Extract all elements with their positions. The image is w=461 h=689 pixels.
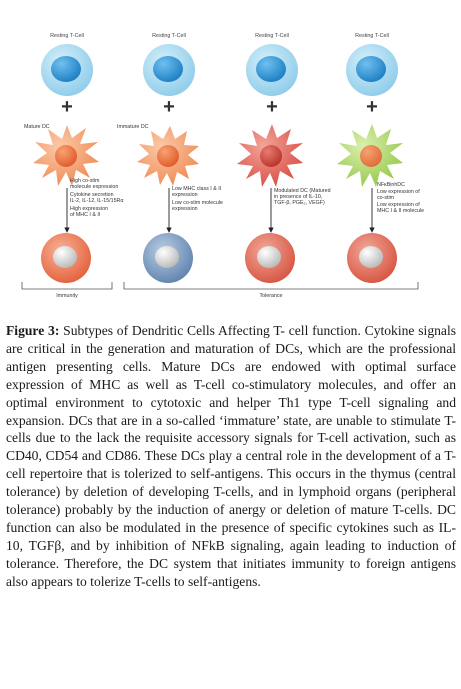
immunity-bracket: Immunity: [21, 282, 113, 299]
annotation-line: expression: [172, 192, 198, 198]
resting-tcell: [346, 44, 398, 96]
dc-subtypes-diagram: Resting T-Cell + Mature DC High co-stim …: [21, 33, 424, 299]
plus-sign: +: [266, 96, 278, 118]
tolerance-bracket: Tolerance: [123, 282, 419, 299]
resting-tcell: [41, 44, 93, 96]
tolerance-label: Tolerance: [260, 293, 283, 299]
immunity-label: Immunity: [56, 293, 78, 299]
result-tcell: [143, 233, 193, 283]
dc-label: Immature DC: [117, 124, 149, 130]
annotation-line: High co-stim: [70, 178, 100, 184]
mature-dc-cell: [33, 125, 99, 186]
annotation-line: Low expression of: [377, 189, 420, 195]
annotation-line: Modulated DC (Matured: [274, 188, 331, 194]
annotation-line: expression: [172, 206, 198, 212]
dc-annotations: Modulated DC (Matured in presence of IL-…: [274, 188, 331, 206]
plus-sign: +: [61, 96, 73, 118]
dc-label: Mature DC: [24, 124, 50, 130]
annotation-line: Low expression of: [377, 202, 420, 208]
annotation-line: co-stim: [377, 195, 395, 201]
result-tcell: [41, 233, 91, 283]
result-tcell: [347, 233, 397, 283]
annotation-line: High expression: [70, 206, 108, 212]
annotation-line: Cytokine secretion: [70, 192, 114, 198]
annotation-line: TGF-β, PGE₂, VEGF): [274, 200, 325, 206]
resting-tcell-label: Resting T-Cell: [152, 33, 186, 39]
column-immature-dc: Resting T-Cell + Immature DC Low MHC cla…: [117, 33, 223, 283]
annotation-line: molecule expression: [70, 184, 118, 190]
annotation-line: NFκBinhDC: [377, 182, 405, 188]
annotation-line: Low MHC class I & II: [172, 186, 221, 192]
dc-annotations: Low MHC class I & II expression Low co-s…: [172, 186, 223, 212]
caption-text: Subtypes of Dendritic Cells Affecting T-…: [6, 323, 457, 589]
annotation-line: IL-2, IL-12, IL-15/15Rα: [70, 198, 123, 204]
dc-annotations: High co-stim molecule expression Cytokin…: [70, 178, 123, 218]
annotation-line: MHC I & II molecule: [377, 208, 424, 214]
immature-dc-cell: [137, 126, 199, 186]
resting-tcell: [246, 44, 298, 96]
result-tcell: [245, 233, 295, 283]
plus-sign: +: [366, 96, 378, 118]
annotation-line: Low co-stim molecule: [172, 200, 223, 206]
figure-caption: Figure 3: Subtypes of Dendritic Cells Af…: [6, 322, 456, 591]
modulated-dc-cell: [237, 124, 303, 187]
resting-tcell-label: Resting T-Cell: [255, 33, 289, 39]
column-nfkb-dc: Resting T-Cell + NFκBinhDC Low expressio…: [337, 33, 424, 283]
resting-tcell-label: Resting T-Cell: [50, 33, 84, 39]
annotation-line: in presence of IL-10,: [274, 194, 322, 200]
resting-tcell-label: Resting T-Cell: [355, 33, 389, 39]
caption-label: Figure 3:: [6, 323, 60, 338]
plus-sign: +: [163, 96, 175, 118]
nfkb-dc-cell: [337, 124, 403, 187]
column-modulated-dc: Resting T-Cell + Modulated DC (Matured i…: [237, 33, 331, 283]
dc-annotations: NFκBinhDC Low expression of co-stim Low …: [377, 182, 424, 214]
resting-tcell: [143, 44, 195, 96]
column-mature-dc: Resting T-Cell + Mature DC High co-stim …: [24, 33, 123, 283]
annotation-line: of MHC I & II: [70, 212, 100, 218]
